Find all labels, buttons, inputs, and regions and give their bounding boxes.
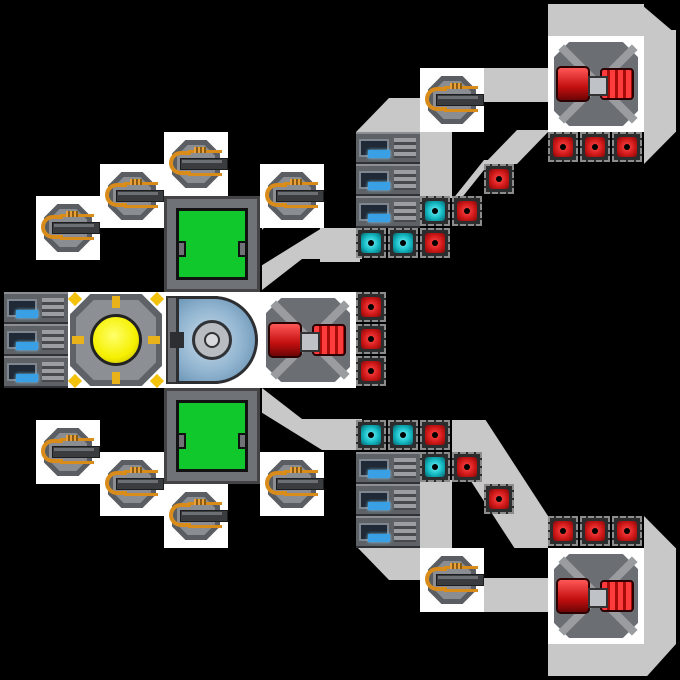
gun-turret[interactable] xyxy=(260,164,324,228)
rail xyxy=(356,546,422,580)
gun-turret[interactable] xyxy=(36,196,100,260)
battery-icon xyxy=(7,299,38,318)
red-thruster-icon xyxy=(268,322,302,358)
reactor-clamp xyxy=(148,336,160,344)
red-crystal-module[interactable] xyxy=(356,292,386,322)
engine-center[interactable] xyxy=(260,292,356,388)
gun-turret[interactable] xyxy=(420,548,484,612)
gun-turret-icon xyxy=(130,179,142,185)
rail xyxy=(644,516,676,552)
battery-icon xyxy=(359,491,390,510)
panel-slot-bottom[interactable] xyxy=(164,388,260,484)
battery-icon xyxy=(359,523,390,542)
red-crystal-module[interactable] xyxy=(580,132,610,162)
reactor-clamp xyxy=(72,336,84,344)
reactor-slot[interactable] xyxy=(67,291,165,389)
gun-turret[interactable] xyxy=(100,452,164,516)
battery-cell[interactable] xyxy=(356,484,420,516)
green-panel-icon xyxy=(164,388,260,484)
cockpit-vent xyxy=(170,332,184,348)
gun-turret[interactable] xyxy=(164,484,228,548)
panel-slot-top[interactable] xyxy=(164,196,260,292)
battery-icon xyxy=(7,363,38,382)
battery-cell[interactable] xyxy=(356,196,420,228)
rail xyxy=(644,128,676,164)
rail xyxy=(484,130,550,164)
cyan-crystal-module[interactable] xyxy=(420,452,450,482)
battery-icon xyxy=(359,203,390,222)
red-crystal-module[interactable] xyxy=(580,516,610,546)
gun-turret-icon xyxy=(450,563,462,569)
gun-turret-icon xyxy=(194,499,206,505)
red-crystal-module[interactable] xyxy=(548,516,578,546)
cockpit-seat xyxy=(192,320,232,360)
battery-icon xyxy=(7,331,38,350)
reactor-bolt xyxy=(67,373,83,389)
reactor-clamp xyxy=(112,296,120,308)
engine-top-right[interactable] xyxy=(548,36,644,132)
rail xyxy=(644,30,676,132)
rail xyxy=(484,68,548,102)
red-crystal-module[interactable] xyxy=(356,324,386,354)
reactor-bolt xyxy=(67,291,83,307)
red-crystal-module[interactable] xyxy=(452,196,482,226)
reactor-bolt xyxy=(149,373,165,389)
cyan-crystal-module[interactable] xyxy=(388,420,418,450)
red-crystal-module[interactable] xyxy=(484,164,514,194)
rail xyxy=(640,548,676,644)
gun-turret-icon xyxy=(66,435,78,441)
gun-turret[interactable] xyxy=(164,132,228,196)
cyan-crystal-module[interactable] xyxy=(420,196,450,226)
cyan-crystal-module[interactable] xyxy=(356,420,386,450)
rail xyxy=(262,388,362,450)
cyan-crystal-module[interactable] xyxy=(356,228,386,258)
rail xyxy=(420,480,452,550)
cyan-crystal-module[interactable] xyxy=(388,228,418,258)
gun-turret[interactable] xyxy=(420,68,484,132)
red-thruster-icon xyxy=(556,578,590,614)
red-crystal-module[interactable] xyxy=(452,452,482,482)
gun-turret[interactable] xyxy=(100,164,164,228)
engine-bottom-right[interactable] xyxy=(548,548,644,644)
battery-cell[interactable] xyxy=(4,356,68,388)
gun-turret-icon xyxy=(450,83,462,89)
yellow-reactor-icon xyxy=(90,314,142,366)
rail xyxy=(420,130,452,198)
red-crystal-module[interactable] xyxy=(612,516,642,546)
cockpit-pilot xyxy=(204,332,220,348)
gun-turret-icon xyxy=(194,147,206,153)
reactor-bolt xyxy=(149,291,165,307)
gun-turret[interactable] xyxy=(260,452,324,516)
cockpit-slot[interactable] xyxy=(164,292,260,388)
gun-turret[interactable] xyxy=(36,420,100,484)
rail xyxy=(484,578,548,612)
rail xyxy=(612,644,676,676)
red-crystal-module[interactable] xyxy=(420,420,450,450)
gun-turret-icon xyxy=(130,467,142,473)
reactor-clamp xyxy=(112,372,120,384)
battery-cell[interactable] xyxy=(4,324,68,356)
battery-cell[interactable] xyxy=(356,452,420,484)
battery-cell[interactable] xyxy=(356,516,420,548)
red-crystal-module[interactable] xyxy=(612,132,642,162)
battery-cell[interactable] xyxy=(356,164,420,196)
gun-turret-icon xyxy=(66,211,78,217)
battery-icon xyxy=(359,139,390,158)
battery-icon xyxy=(359,459,390,478)
rail xyxy=(356,98,422,132)
red-crystal-module[interactable] xyxy=(548,132,578,162)
battery-icon xyxy=(359,171,390,190)
red-crystal-module[interactable] xyxy=(420,228,450,258)
battery-cell[interactable] xyxy=(356,132,420,164)
gun-turret-icon xyxy=(290,467,302,473)
red-thruster-icon xyxy=(556,66,590,102)
red-crystal-module[interactable] xyxy=(484,484,514,514)
green-panel-icon xyxy=(164,196,260,292)
red-crystal-module[interactable] xyxy=(356,356,386,386)
gun-turret-icon xyxy=(290,179,302,185)
battery-cell[interactable] xyxy=(4,292,68,324)
rail xyxy=(320,228,360,262)
